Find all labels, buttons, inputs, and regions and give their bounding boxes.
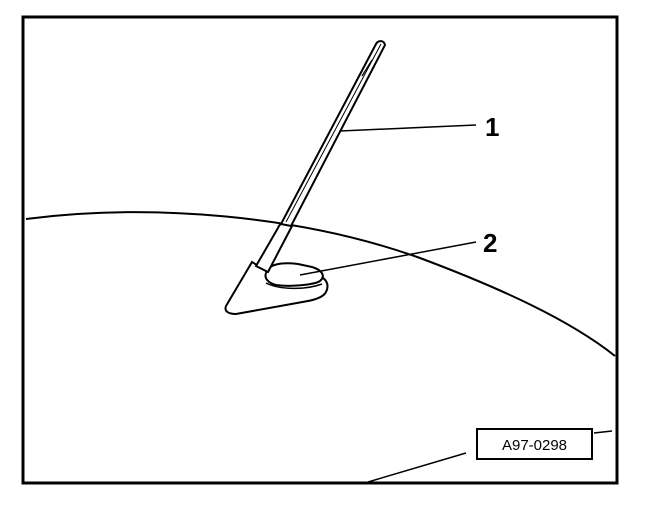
figure-frame (21, 15, 619, 485)
figure-code-label: A97-0298 (502, 437, 567, 454)
figure-code-box (476, 428, 593, 460)
callout-1-leader (339, 124, 477, 132)
callout-1-number: 1 (485, 112, 499, 142)
callout-2-number: 2 (483, 228, 497, 258)
antenna-base (224, 260, 329, 316)
body-contour-line-right (593, 430, 613, 434)
roof-contour-line (25, 211, 616, 357)
body-contour-line (367, 452, 467, 483)
callout-2-leader (299, 241, 477, 276)
